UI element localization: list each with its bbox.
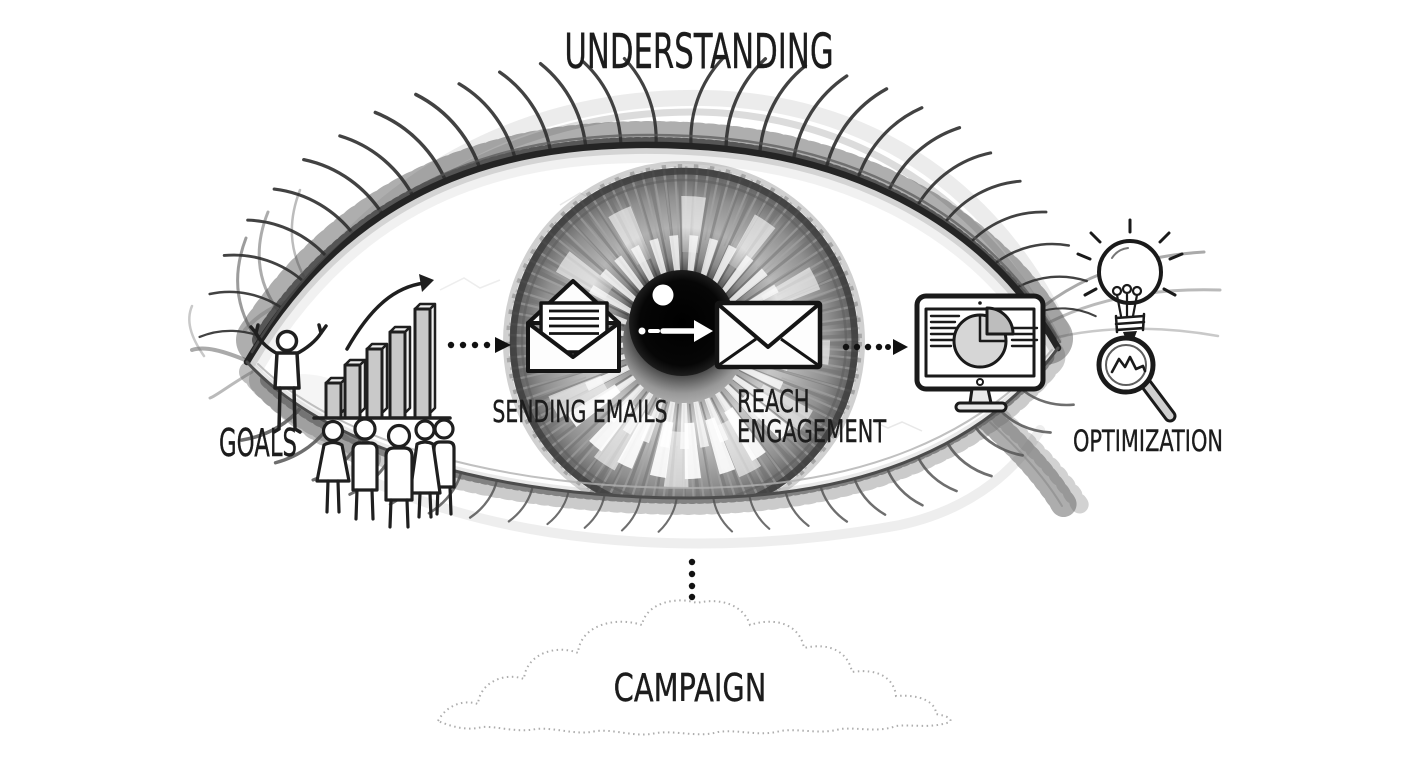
open-envelope-icon (526, 279, 621, 373)
growth-bar-chart-icon (312, 274, 452, 420)
analytics-monitor-icon (914, 293, 1046, 413)
person-figure (351, 417, 379, 521)
envelope-pocket (526, 321, 621, 373)
person-figure (384, 423, 414, 529)
pupil-highlight (652, 284, 674, 306)
iris-rim (509, 167, 859, 498)
closed-envelope-icon (714, 300, 823, 370)
pie-chart (952, 306, 1015, 369)
label-reach-line2: ENGAGEMENT (737, 414, 887, 450)
bulb-rays (1076, 218, 1184, 297)
label-reach-engagement: REACH ENGAGEMENT (737, 384, 887, 450)
audience-group-icon (315, 417, 456, 529)
label-sending-emails: SENDING EMAILS (492, 395, 668, 430)
lightbulb-icon (1076, 218, 1184, 340)
monitor-stand (968, 387, 993, 405)
person-figure (408, 419, 442, 519)
chart-bars (324, 302, 437, 420)
growth-arrow (345, 281, 426, 351)
dotted-arrow-left (447, 337, 511, 353)
goals-icon-group (249, 274, 456, 529)
lower-eyelid-line (245, 346, 1060, 500)
title-understanding: UNDERSTANDING (564, 24, 834, 80)
letter-text-lines (549, 309, 599, 335)
celebrating-person-icon (249, 323, 328, 434)
bulb-filament (1111, 283, 1143, 318)
upper-eyelid-line (243, 141, 1062, 366)
person-figure (315, 419, 351, 514)
campaign-cloud-icon (436, 599, 952, 736)
pupil-flow-arrow-icon (638, 320, 713, 342)
label-goals: GOALS (219, 421, 297, 465)
label-reach-line1: REACH (737, 384, 810, 420)
trend-line (1110, 355, 1147, 374)
dotted-arrow-right (842, 339, 908, 355)
screen-text-lines-right (1010, 326, 1039, 348)
label-optimization: OPTIMIZATION (1072, 424, 1224, 458)
magnifier-icon (1096, 335, 1177, 423)
label-campaign: CAMPAIGN (613, 666, 767, 710)
bulb-screw-base (1114, 312, 1146, 334)
